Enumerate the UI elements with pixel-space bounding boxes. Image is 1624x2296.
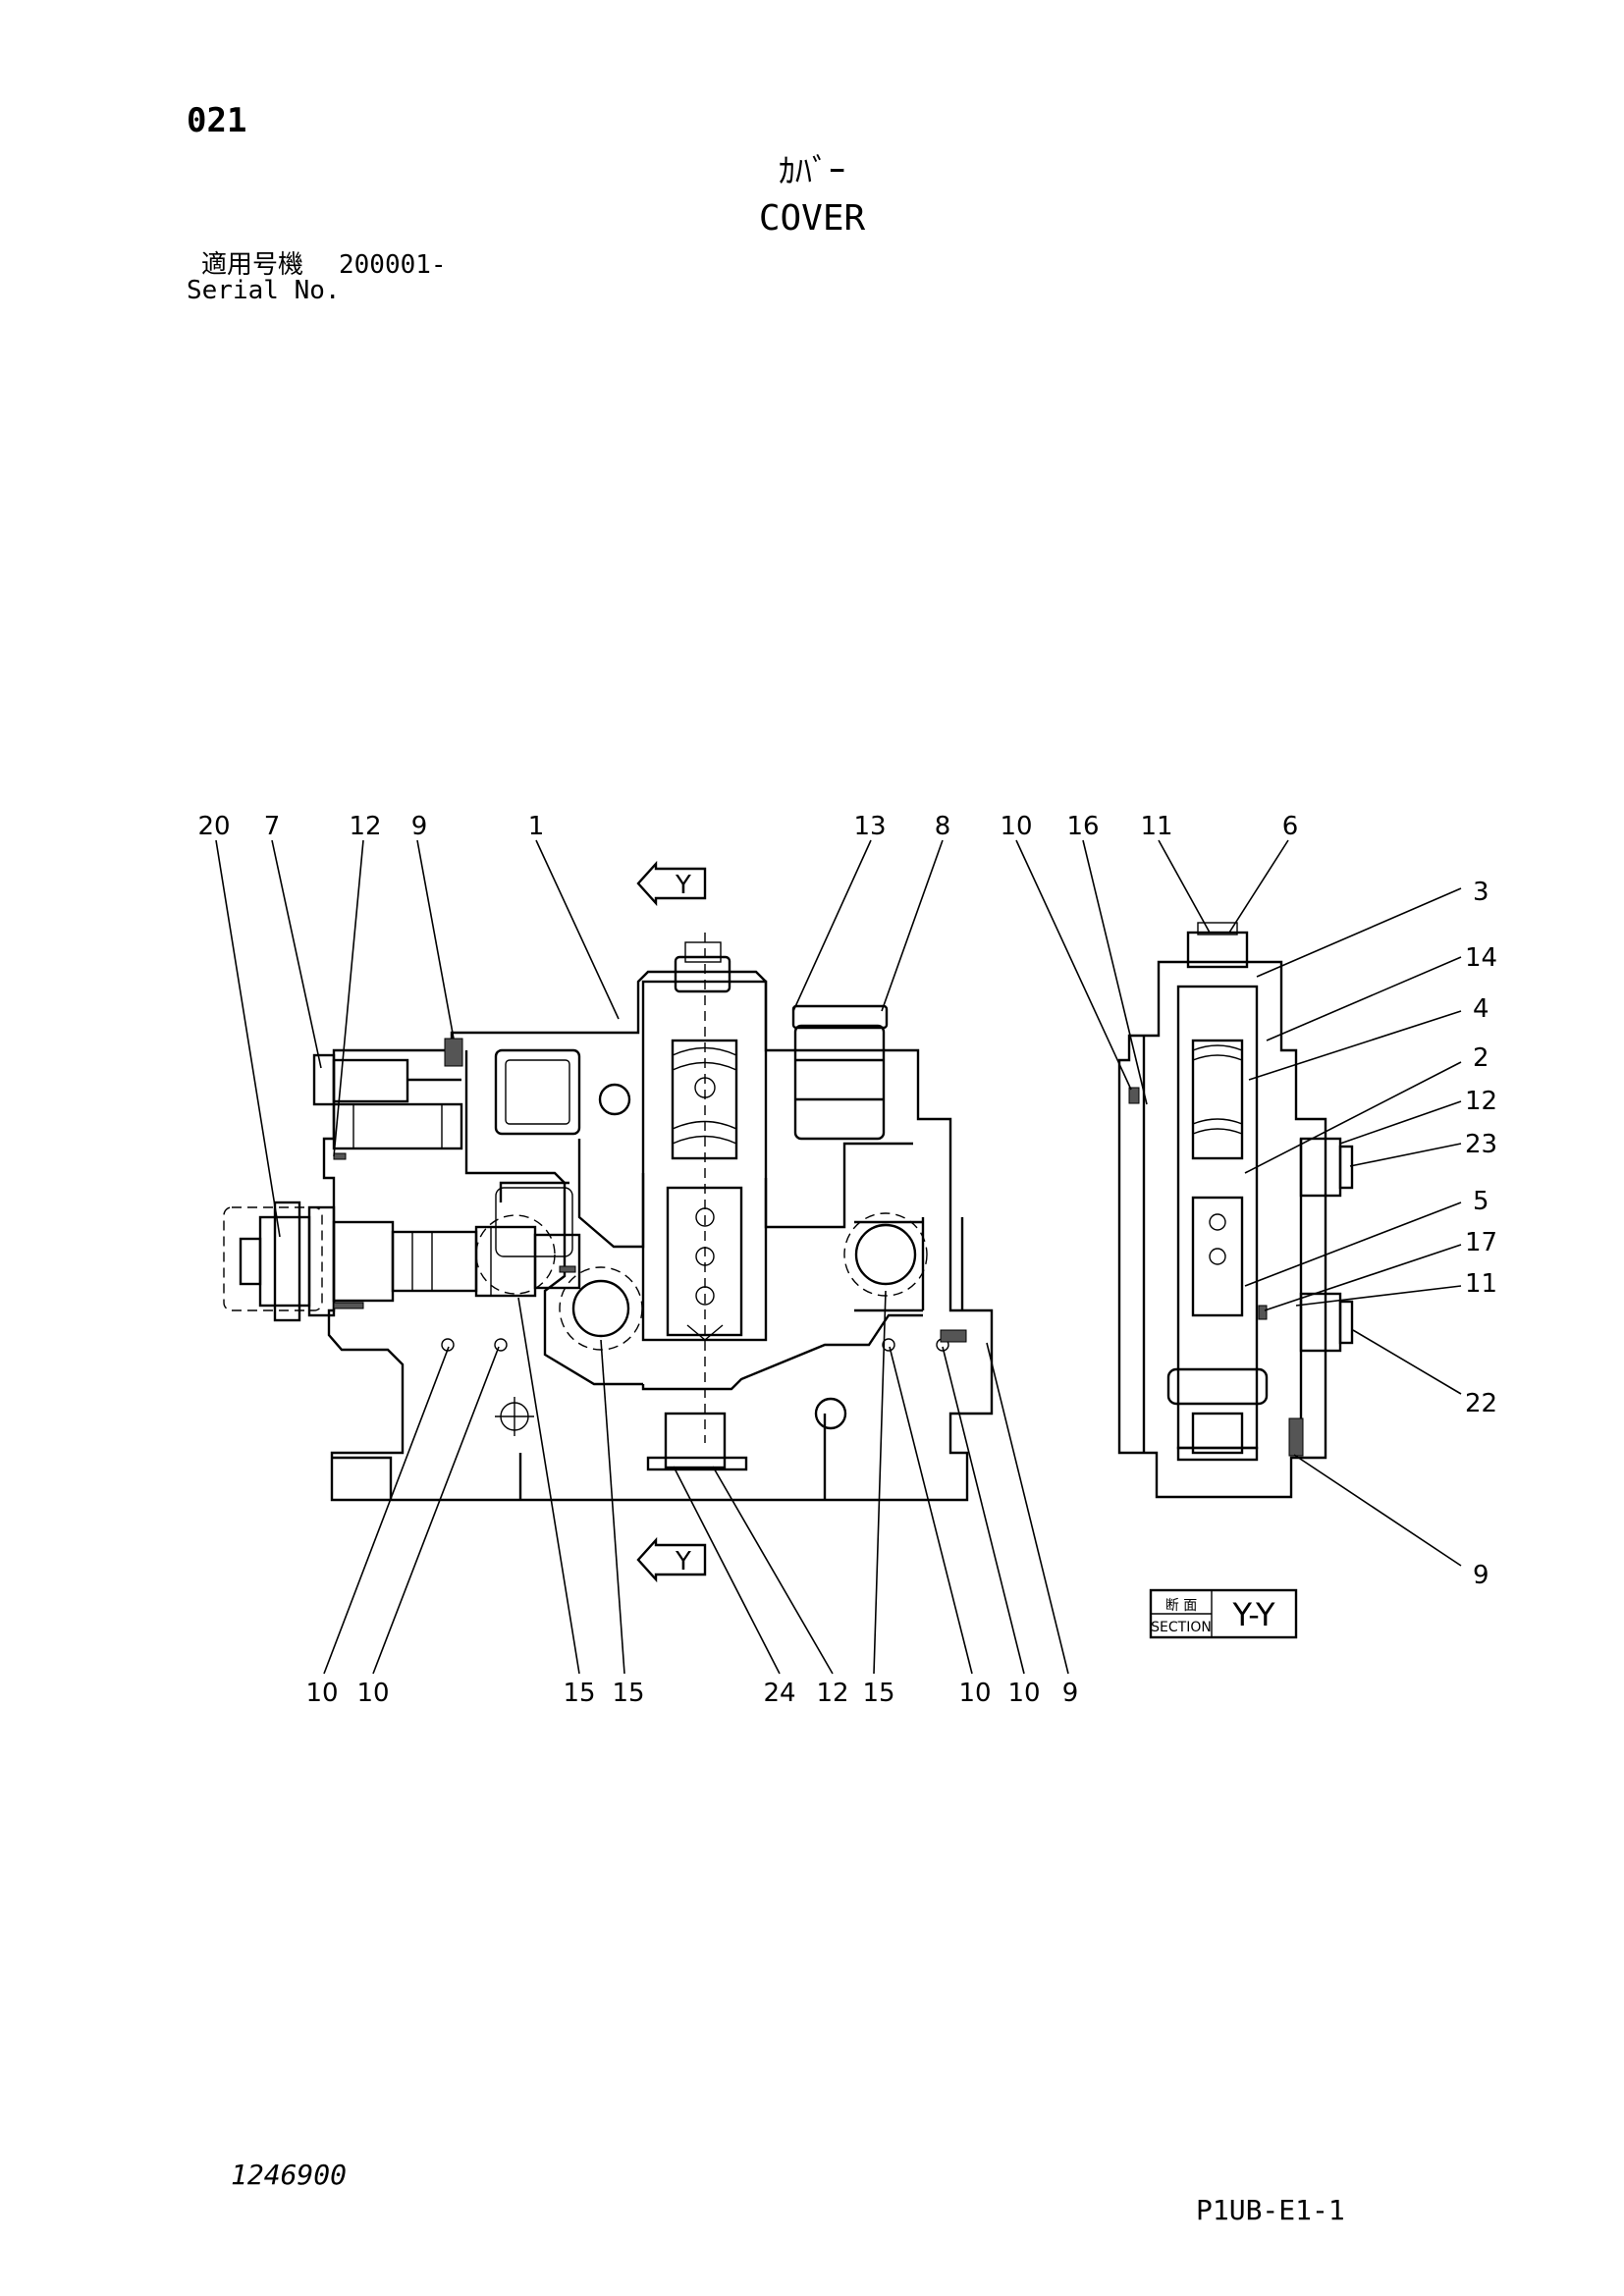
callout-5: 5 [1473,1187,1489,1216]
title-japanese: ｶﾊﾞｰ [779,152,845,191]
callout-15: 15 [563,1679,595,1708]
callout-8: 8 [935,812,951,841]
main-view [223,933,994,1502]
view-marker-bottom: Y [636,1536,707,1583]
callout-9: 9 [411,812,428,841]
callouts-main: 20 7 12 9 1 13 8 10 10 15 15 24 12 15 10… [197,812,1078,1708]
callout-11: 11 [1465,1269,1497,1299]
view-marker-top-label: Y [675,871,691,900]
section-label-jp: 断 面 [1165,1598,1197,1614]
callout-4: 4 [1473,994,1489,1024]
callout-20: 20 [197,812,230,841]
callout-6: 6 [1282,812,1299,841]
section-label-en: SECTION [1151,1620,1212,1635]
callout-11: 11 [1140,812,1172,841]
callout-1: 1 [528,812,545,841]
title-english: COVER [758,198,866,239]
section-label-box: 断 面 SECTION Y-Y [1149,1588,1298,1639]
leaders-section [1015,839,1462,1567]
callout-9: 9 [1473,1561,1489,1590]
cover-body-outline [322,970,994,1502]
callout-10: 10 [958,1679,991,1708]
section-label-view: Y-Y [1231,1596,1275,1633]
view-marker-bottom-label: Y [675,1547,691,1576]
callout-10: 10 [1007,1679,1040,1708]
callout-15: 15 [862,1679,894,1708]
callout-14: 14 [1465,943,1497,973]
callout-12: 12 [816,1679,848,1708]
section-body-outline [1117,960,1327,1499]
drawing-number: 1246900 [231,2159,348,2191]
serial-value: 200001- [339,250,447,280]
callout-10: 10 [1000,812,1032,841]
callout-7: 7 [264,812,281,841]
callout-12: 12 [1465,1087,1497,1116]
callout-3: 3 [1473,878,1489,907]
page-code: P1UB-E1-1 [1196,2194,1345,2226]
callouts-section: 10 16 11 6 3 14 4 2 12 23 5 17 11 22 9 [1000,812,1497,1590]
callout-23: 23 [1465,1130,1497,1159]
callout-22: 22 [1465,1389,1497,1418]
serial-label-english: Serial No. [187,276,341,305]
callout-17: 17 [1465,1228,1497,1257]
callout-2: 2 [1473,1043,1489,1073]
section-view [1117,922,1354,1499]
callout-10: 10 [305,1679,338,1708]
callout-24: 24 [763,1679,795,1708]
leaders-main [215,839,1069,1675]
callout-16: 16 [1066,812,1099,841]
view-marker-top: Y [636,860,707,907]
callout-9: 9 [1062,1679,1079,1708]
callout-12: 12 [349,812,381,841]
callout-10: 10 [356,1679,389,1708]
callout-13: 13 [853,812,886,841]
page-number: 021 [187,101,247,140]
callout-15: 15 [612,1679,644,1708]
serial-label-japanese: 適用号機 [201,250,304,280]
